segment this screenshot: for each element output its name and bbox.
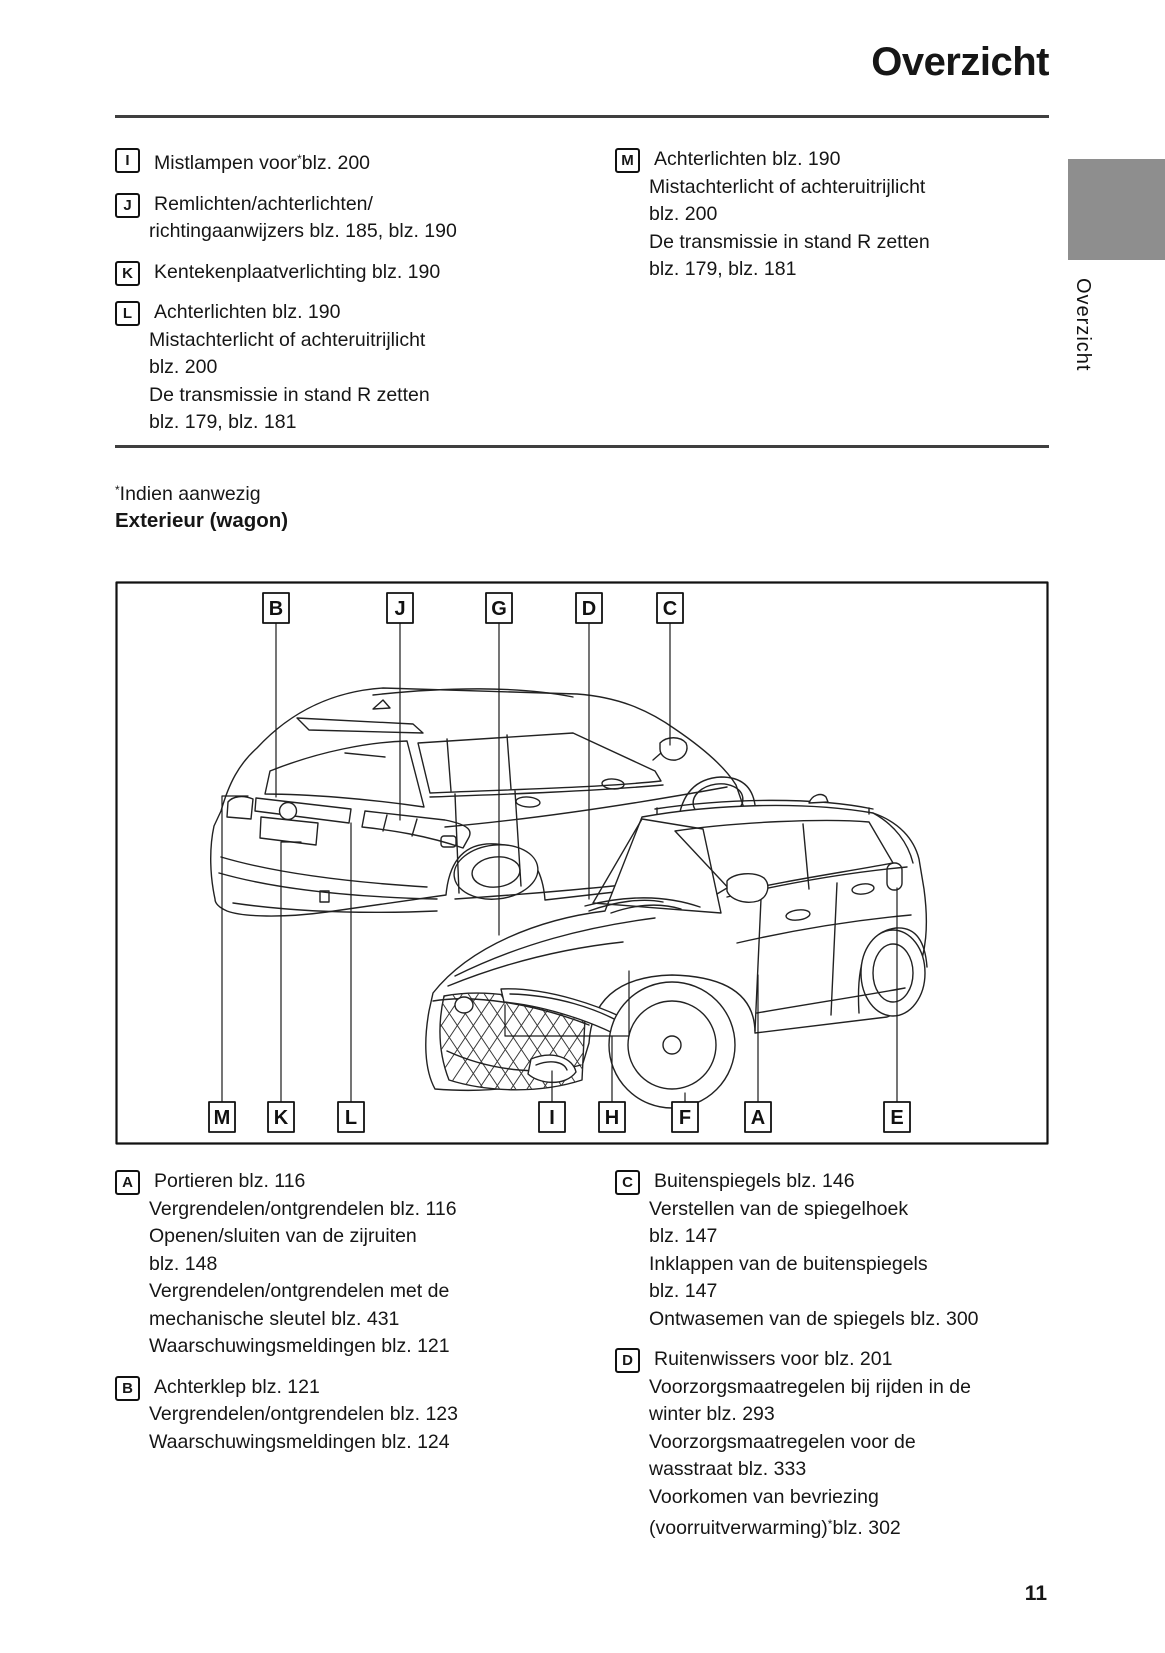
list-line: blz. 148 xyxy=(149,1252,218,1275)
list-line: Achterlichten blz. 190 xyxy=(654,148,841,170)
list-line: Ontwasemen van de spiegels blz. 300 xyxy=(649,1307,979,1330)
list-line: winter blz. 293 xyxy=(649,1403,775,1425)
list-line: blz. 179, blz. 181 xyxy=(149,411,297,433)
list-line: blz. 147 xyxy=(649,1280,718,1302)
diagram-label-bottom-6: A xyxy=(751,1107,765,1129)
item-key-badge: L xyxy=(115,301,140,326)
page-number: 11 xyxy=(1024,1582,1047,1605)
diagram-border xyxy=(115,581,1049,1145)
list-line: Vergrendelen/ontgrendelen blz. 123 xyxy=(149,1403,458,1425)
list-line: Mistachterlicht of achteruitrijlicht xyxy=(649,175,926,198)
footnote-asterisk: * xyxy=(827,1517,833,1531)
item-key-badge: D xyxy=(615,1348,640,1373)
list-line: Mistlampen voor*blz. 200 xyxy=(154,152,371,174)
list-line: blz. 200 xyxy=(149,356,218,378)
diagram-label-bottom-2: L xyxy=(345,1107,357,1129)
diagram-label-bottom-0: M xyxy=(214,1107,231,1129)
list-line: Mistachterlicht of achteruitrijlicht xyxy=(149,328,426,351)
diagram-label-top-3: D xyxy=(582,598,596,620)
list-line: Achterlichten blz. 190 xyxy=(154,301,341,323)
list-line: Voorzorgsmaatregelen voor de xyxy=(649,1430,916,1453)
footnote-asterisk: * xyxy=(297,152,302,166)
item-key-badge: M xyxy=(615,148,640,173)
diagram-label-bottom-3: I xyxy=(549,1107,555,1129)
diagram-label-top-0: B xyxy=(269,598,283,620)
item-key-badge: C xyxy=(615,1170,640,1195)
list-line: Verstellen van de spiegelhoek xyxy=(649,1197,909,1220)
section-heading: Exterieur (wagon) xyxy=(115,509,289,532)
item-key-badge: A xyxy=(115,1170,140,1195)
list-line: blz. 147 xyxy=(649,1225,718,1247)
list-line: blz. 179, blz. 181 xyxy=(649,258,797,280)
list-line: Voorzorgsmaatregelen bij rijden in de xyxy=(649,1375,971,1398)
list-line: blz. 200 xyxy=(649,203,718,225)
item-key-badge: K xyxy=(115,260,140,286)
item-key-badge: B xyxy=(115,1375,140,1401)
diagram-label-bottom-5: F xyxy=(679,1107,691,1129)
footnote-asterisk: * xyxy=(115,483,120,497)
exterior-diagram: B J G D C M K L I H F A E xyxy=(115,581,1049,1145)
list-line: Vergrendelen/ontgrendelen blz. 116 xyxy=(149,1197,457,1220)
diagram-label-bottom-7: E xyxy=(890,1107,903,1129)
legend-item-I: I Mistlampen voor*blz. 200 xyxy=(115,146,565,178)
diagram-label-top-2: G xyxy=(491,598,507,620)
diagram-label-top-1: J xyxy=(394,598,405,620)
list-line: Remlichten/achterlichten/ xyxy=(154,192,373,215)
leader-K xyxy=(280,841,302,1103)
car-rear-view xyxy=(210,687,756,917)
list-line: (voorruitverwarming)*blz. 302 xyxy=(649,1517,901,1539)
list-line: Kentekenplaatverlichting blz. 190 xyxy=(154,260,441,283)
list-line: Voorkomen van bevriezing xyxy=(649,1485,879,1508)
list-line: richtingaanwijzers blz. 185, blz. 190 xyxy=(149,220,457,242)
item-key-badge: I xyxy=(115,148,140,173)
leader-H xyxy=(504,970,630,1103)
list-line: Openen/sluiten van de zijruiten xyxy=(149,1225,417,1247)
legend-item-K: K Kentekenplaatverlichting blz. 190 xyxy=(115,259,565,287)
footnote: *Indien aanwezig xyxy=(115,476,261,508)
leader-M xyxy=(221,795,249,1103)
diagram-labels: B J G D C M K L I H F A E xyxy=(208,592,911,1133)
legend-item-J: J Remlichten/achterlichten/richtingaanwij… xyxy=(115,191,565,246)
list-line: De transmissie in stand R zetten xyxy=(649,230,930,253)
list-line: Waarschuwingsmeldingen blz. 121 xyxy=(149,1335,450,1357)
list-line: Vergrendelen/ontgrendelen met de xyxy=(149,1280,450,1302)
footnote-text: Indien aanwezig xyxy=(119,483,261,505)
list-line: Inklappen van de buitenspiegels xyxy=(649,1252,928,1275)
list-line: Achterklep blz. 121 xyxy=(154,1375,320,1398)
diagram-label-bottom-1: K xyxy=(274,1107,289,1129)
item-key-badge: J xyxy=(115,192,140,218)
diagram-label-bottom-4: H xyxy=(605,1107,619,1129)
list-line: Buitenspiegels blz. 146 xyxy=(654,1170,855,1192)
sidebar-tab-label: Overzicht xyxy=(1072,278,1094,372)
leader-lines xyxy=(221,622,898,1103)
car-front-view xyxy=(425,793,928,1109)
section-rule xyxy=(115,445,1049,448)
diagram-label-top-4: C xyxy=(663,598,677,620)
list-line: wasstraat blz. 333 xyxy=(649,1458,807,1480)
list-line: Waarschuwingsmeldingen blz. 124 xyxy=(149,1430,450,1453)
list-line: Ruitenwissers voor blz. 201 xyxy=(654,1348,893,1370)
list-line: mechanische sleutel blz. 431 xyxy=(149,1307,400,1330)
header-rule xyxy=(115,115,1049,118)
list-line: De transmissie in stand R zetten xyxy=(149,383,430,406)
sidebar-tab-square xyxy=(1068,159,1165,260)
page-title: Overzicht xyxy=(871,40,1049,84)
list-line: Portieren blz. 116 xyxy=(154,1170,306,1192)
